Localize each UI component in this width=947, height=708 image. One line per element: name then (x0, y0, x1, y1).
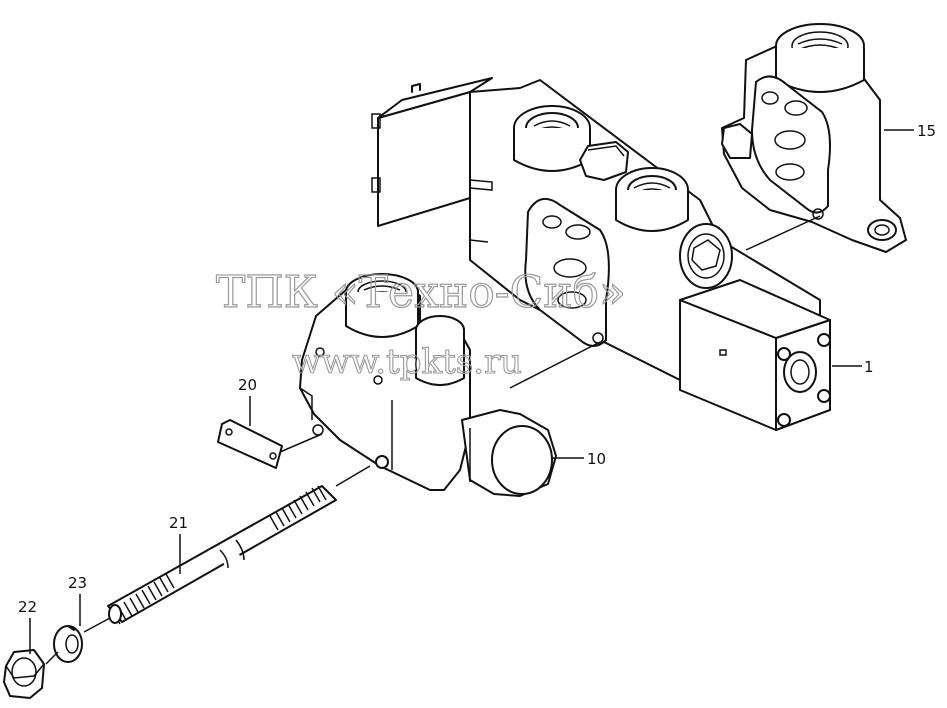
part-23-washer (53, 625, 83, 663)
watermark-line2: www.tpkts.ru (292, 342, 522, 382)
watermark: ТПК «Техно-Сиб» www.tpkts.ru (215, 266, 626, 382)
assembly-lines (29, 129, 914, 665)
callout-1: 1 (864, 358, 874, 376)
part-21-tie-rod (107, 485, 337, 625)
part-10-section-valve (299, 273, 557, 497)
callout-22: 22 (18, 598, 37, 616)
part-15-flange (721, 23, 907, 253)
callout-10: 10 (587, 450, 606, 468)
callout-21: 21 (169, 514, 188, 532)
part-1-valve-body (371, 77, 831, 431)
watermark-line1: ТПК «Техно-Сиб» (216, 267, 626, 318)
part-20-plate (217, 419, 283, 469)
callouts: 15 1 10 20 21 23 22 (18, 122, 936, 616)
callout-23: 23 (68, 574, 87, 592)
part-22-hex-nut (3, 649, 45, 699)
callout-15: 15 (917, 122, 936, 140)
callout-20: 20 (238, 376, 257, 394)
